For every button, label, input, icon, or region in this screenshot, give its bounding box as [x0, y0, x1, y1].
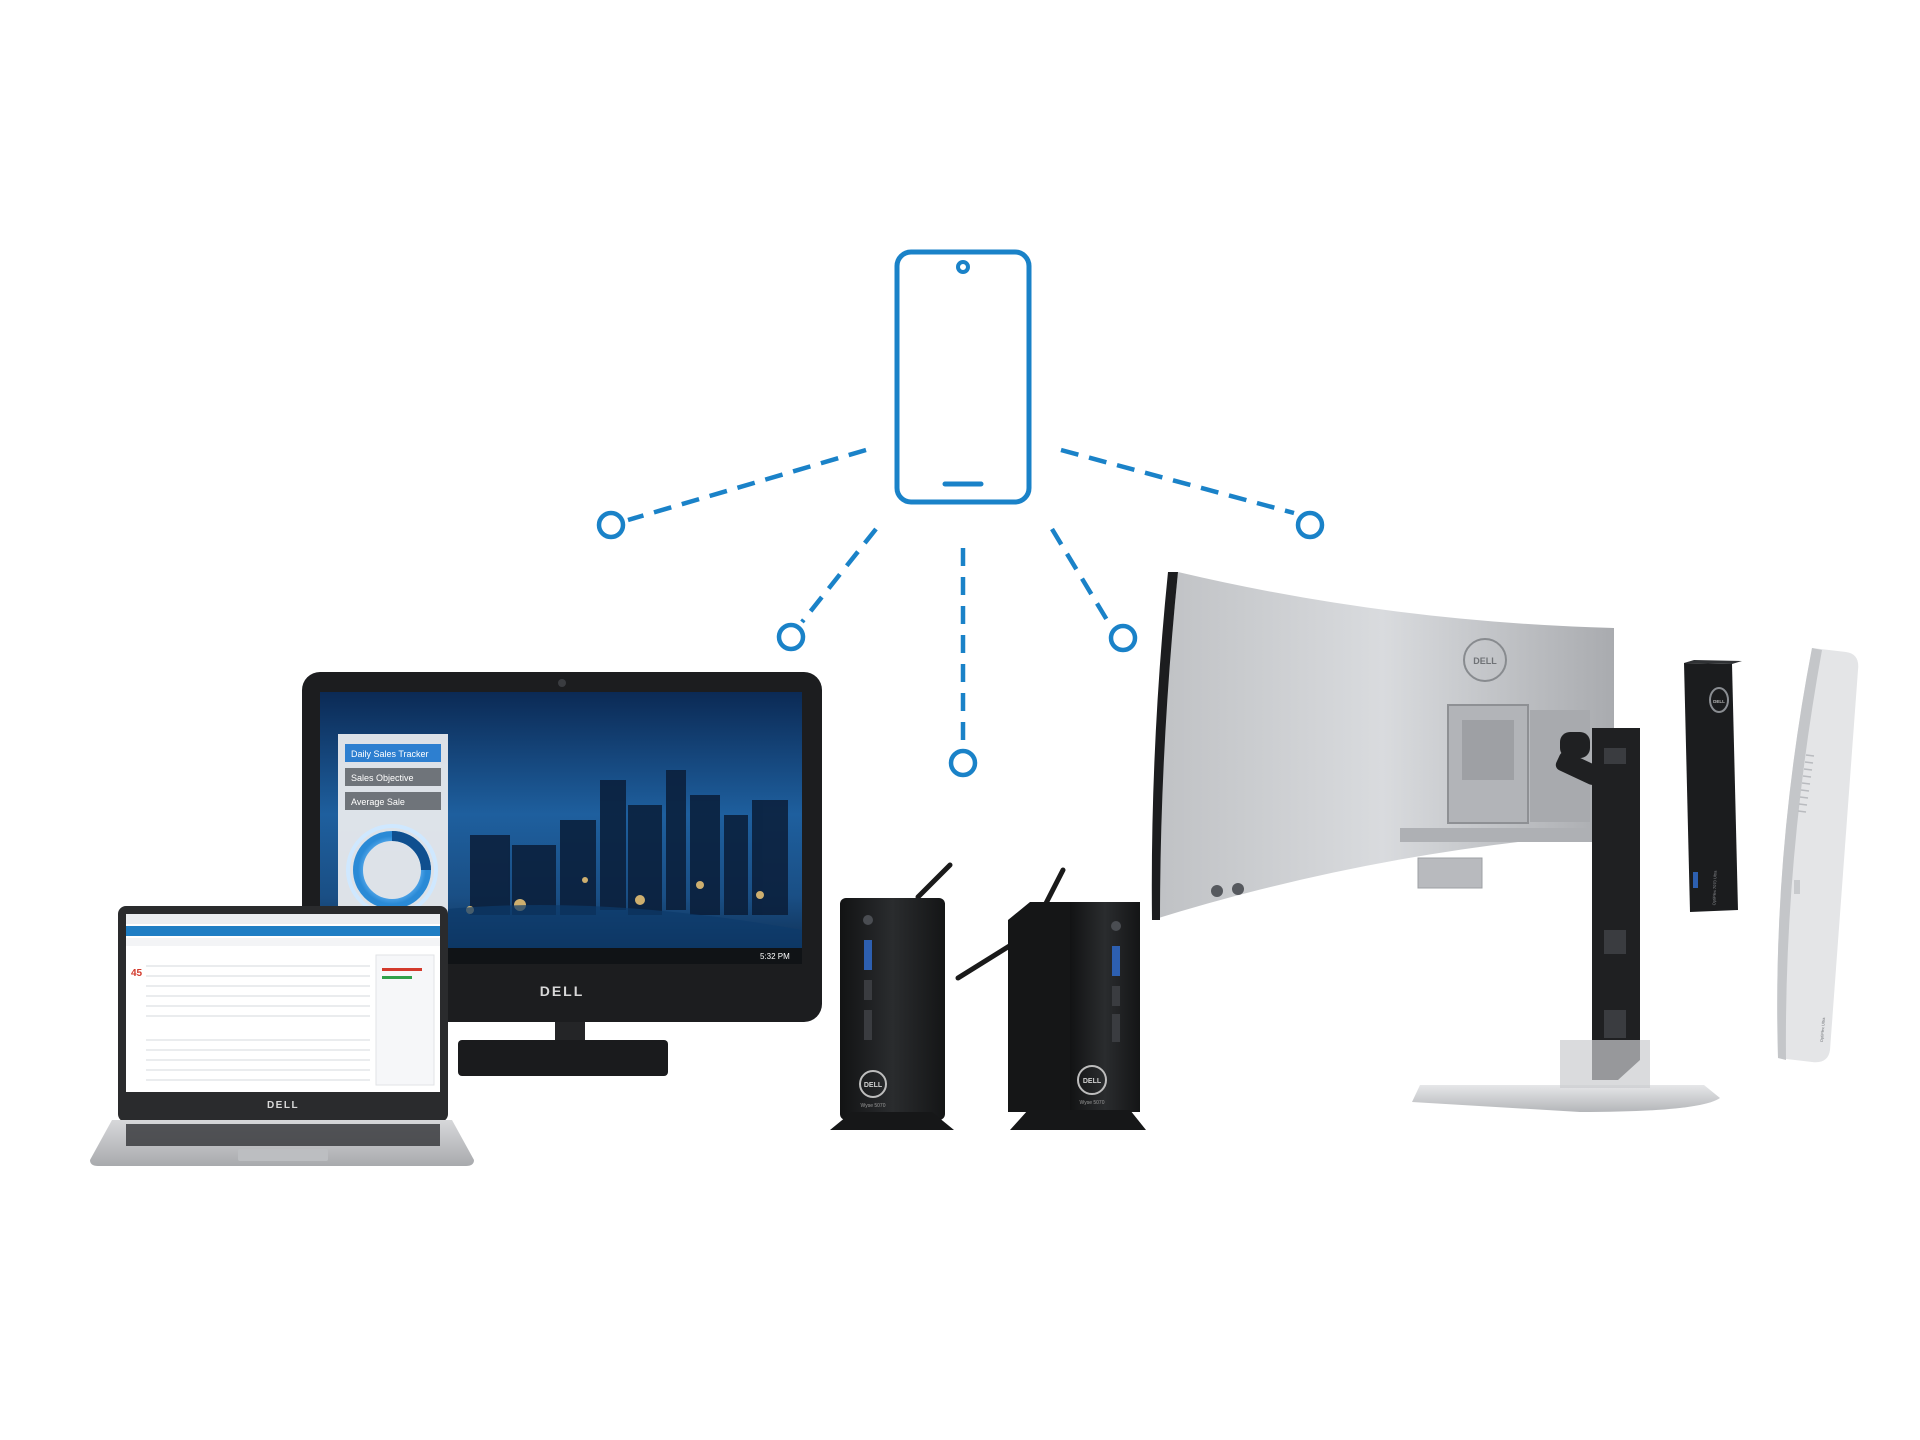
connection-node-icon [1108, 623, 1138, 653]
alert-count: 45 [131, 968, 143, 979]
monitor-brand-logo: DELL [1473, 656, 1497, 666]
thin-client-left: DELL Wyse 5070 [830, 862, 954, 1130]
aio-brand-logo: DELL [540, 983, 585, 999]
monitor-stand-base [1412, 1085, 1720, 1112]
panel-daily-sales-tracker: Daily Sales Tracker [351, 749, 429, 759]
link-right-mid [1050, 527, 1109, 622]
donut-chart-icon [346, 824, 438, 916]
thin-client-left-logo: DELL [864, 1082, 883, 1089]
link-left [627, 447, 867, 523]
dashed-links [627, 447, 1295, 746]
taskbar-clock: 5:32 PM [760, 952, 790, 961]
optiplex-enclosure: OptiPlex Ultra [1777, 648, 1859, 1063]
laptop-screen: 45 [126, 914, 440, 1092]
webcam-icon [558, 679, 566, 687]
monitor-stand-column [1592, 728, 1640, 1080]
thin-client-right: DELL Wyse 5070 [955, 867, 1146, 1130]
panel-average-sale: Average Sale [351, 797, 405, 807]
thin-client-left-model: Wyse 5070 [861, 1103, 886, 1109]
connection-diagram [596, 249, 1325, 778]
panel-sales-objective: Sales Objective [351, 773, 414, 783]
curved-monitor: DELL [1151, 572, 1720, 1112]
thin-client-right-stand [1010, 1110, 1146, 1130]
micro-pc-body [1684, 663, 1738, 912]
thin-client-left-stand [830, 1112, 954, 1130]
enclosure-model: OptiPlex Ultra [1819, 1017, 1826, 1043]
laptop-brand-logo: DELL [267, 1100, 299, 1111]
connection-node-icon [1295, 510, 1325, 540]
connection-node-icon [776, 622, 806, 652]
thin-client-left-body [840, 898, 945, 1120]
connection-node-icon [948, 748, 978, 778]
monitor-logo-ring [1463, 638, 1507, 682]
laptop: 45 DELL [90, 906, 474, 1166]
micro-pc-logo: DELL [1713, 699, 1725, 704]
laptop-touchpad [238, 1149, 328, 1161]
connection-node-icon [596, 510, 626, 540]
micro-pc: DELL OptiPlex 7070 Ultra [1684, 660, 1742, 912]
smartphone-icon [894, 249, 1032, 505]
thin-client-right-model: Wyse 5070 [1080, 1100, 1105, 1106]
micro-pc-model: OptiPlex 7070 Ultra [1711, 870, 1717, 906]
link-left-mid [800, 527, 878, 624]
antenna-icon [955, 942, 1014, 981]
antenna-icon [915, 862, 953, 900]
thin-client-right-logo: DELL [1083, 1078, 1102, 1085]
laptop-keyboard [126, 1124, 440, 1146]
link-right [1060, 447, 1295, 516]
